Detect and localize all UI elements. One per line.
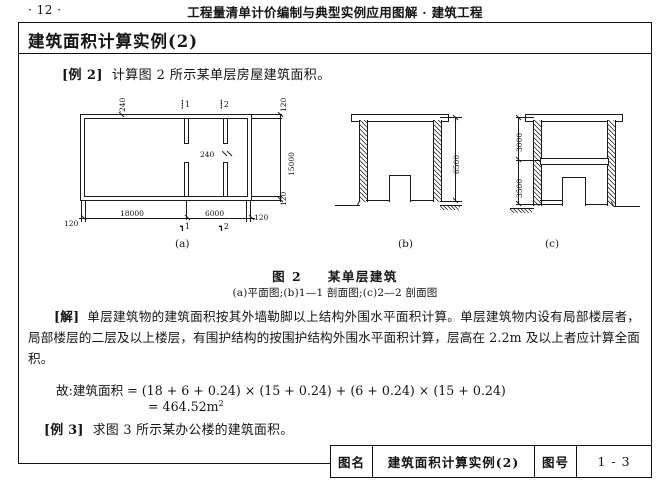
plan-partition-c-right (227, 118, 229, 144)
book-running-title: 工程量清单计价编制与典型实例应用图解 · 建筑工程 (187, 5, 483, 20)
plan-ext-line-rt2 (252, 118, 282, 120)
plan-partition-a-cap (184, 143, 189, 145)
sec-b-dim-6500: 6500 (452, 154, 461, 174)
sec-b-opening (389, 175, 411, 202)
running-header: · 12 · 工程量清单计价编制与典型实例应用图解 · 建筑工程 (0, 0, 670, 24)
plan-dim-bottom-120: 120 (279, 191, 288, 206)
plan-ext-line-bl2 (85, 200, 87, 222)
sec-c-mid-floor-slab (540, 158, 609, 165)
sec-b-ground-left (335, 205, 360, 207)
solution-paragraph: [解]单层建筑物的建筑面积按其外墙勒脚以上结构外围水平面积计算。单层建筑物内设有… (28, 306, 640, 369)
plan-ext-line-br2 (246, 200, 248, 222)
section-1-1-drawing: 6500 (335, 96, 485, 240)
section-marker-2-top: ┋2 (219, 100, 229, 109)
plan-outer-wall-bottom-outer (80, 200, 252, 202)
plan-dim-line-right (280, 114, 282, 202)
example-3-text: 求图 3 所示某办公楼的建筑面积。 (92, 423, 294, 438)
drawing-title-block: 图名 建筑面积计算实例(2) 图号 1 - 3 (330, 445, 652, 478)
plan-ext-line-rb (252, 200, 282, 202)
plan-ext-line-bl (81, 200, 83, 222)
example-2-statement: [例 2] 计算图 2 所示某单层房屋建筑面积。 (62, 64, 331, 83)
figure-subcaption: (a)平面图;(b)1—1 剖面图;(c)2—2 剖面图 (232, 287, 438, 299)
sec-c-ground-hatch (510, 208, 532, 213)
plan-partition-b-right (188, 162, 190, 197)
figure-label-c: (c) (545, 238, 560, 250)
plan-partition-d-right (227, 162, 229, 197)
sec-c-floor-line2 (540, 200, 562, 202)
plan-outer-wall-right-inner (247, 118, 249, 197)
page-number: · 12 · (28, 3, 62, 17)
title-block-number-value: 1 - 3 (597, 454, 631, 469)
sec-b-wall-left (359, 120, 368, 202)
solution-text: 单层建筑物的建筑面积按其外墙勒脚以上结构外围水平面积计算。单层建筑物内设有局部楼… (28, 309, 640, 366)
plan-ext-line-rt (252, 114, 282, 116)
plan-dim-6000: 6000 (205, 209, 225, 218)
section-marker-2-bottom: ┓2 (219, 222, 229, 231)
example-3-statement: [例 3] 求图 3 所示某办公楼的建筑面积。 (44, 419, 293, 438)
sec-c-ext-top (516, 117, 534, 119)
plan-outer-wall-left-outer (80, 114, 82, 201)
plan-partition-d-cap (223, 162, 228, 164)
sec-c-opening (562, 177, 586, 206)
figure-label-b: (b) (398, 238, 413, 250)
sec-c-dim-3500: 3500 (515, 178, 524, 198)
sec-b-ext-top (440, 117, 462, 119)
sec-b-ext-bottom (440, 201, 462, 203)
plan-outer-wall-top-inner (84, 118, 248, 120)
heading-divider (19, 53, 651, 55)
formula-line-1: 故:建筑面积 = (18 + 6 + 0.24) × (15 + 0.24) +… (56, 383, 506, 398)
plan-dim-right-120: 120 (254, 213, 269, 222)
plan-partition-a-right (188, 118, 190, 144)
plan-dim-top-120: 120 (279, 97, 288, 112)
sec-b-dim-line (455, 117, 457, 202)
sec-c-dim-3000: 3000 (515, 132, 524, 152)
sec-c-ext-bottom (516, 204, 541, 206)
plan-outer-wall-top-outer (80, 114, 252, 116)
plan-ext-line-rb2 (252, 196, 282, 198)
figure-caption: 图 2 某单层建筑 (0, 266, 670, 285)
plan-outer-wall-bottom-inner (84, 196, 248, 198)
plan-partition-c-left (223, 118, 225, 144)
figure-caption-title: 某单层建筑 (327, 269, 398, 284)
section-marker-1-top: ┋1 (180, 100, 190, 109)
example-3-tag: [例 3] (44, 423, 84, 438)
example-2-tag: [例 2] (62, 68, 103, 83)
plan-partition-c-cap (223, 143, 228, 145)
figure-part-labels: (a) (b) (c) (20, 238, 650, 254)
sec-c-ground-right (614, 206, 640, 208)
sec-b-ground-hatch (440, 205, 460, 210)
title-block-name-value: 建筑面积计算实例(2) (373, 446, 535, 477)
formula-result-exponent: 2 (218, 399, 224, 408)
floor-plan-drawing: 240 240 ┋1 ┋2 ┓1 ┓2 120 18000 6000 120 (64, 96, 320, 240)
plan-partition-b-left (184, 162, 186, 197)
sec-c-ext-mid (516, 160, 541, 162)
plan-tick-240-inner-b (226, 150, 233, 157)
title-block-name-key: 图名 (331, 446, 373, 477)
plan-partition-d-left (223, 162, 225, 197)
sec-b-wall-right (433, 120, 442, 202)
plan-dim-line-bottom (79, 218, 255, 220)
plan-outer-wall-right-outer (251, 114, 253, 201)
solution-tag: [解] (54, 309, 80, 324)
formula-line-2: = 464.52m2 (148, 399, 224, 414)
plan-ext-line-br (250, 200, 252, 222)
plan-partition-b-cap (184, 162, 189, 164)
plan-outer-wall-left-inner (84, 118, 86, 197)
example-2-text: 计算图 2 所示某单层房屋建筑面积。 (111, 68, 331, 83)
plan-ext-line-bm (186, 200, 188, 220)
plan-dim-left-120: 120 (64, 219, 79, 228)
section-marker-1-bottom: ┓1 (180, 222, 190, 231)
plan-dim-18000: 18000 (120, 209, 144, 218)
plan-dim-15000: 15000 (287, 152, 296, 176)
plan-partition-a-left (184, 118, 186, 144)
title-block-number-key: 图号 (535, 446, 577, 477)
figure-2-drawings: 240 240 ┋1 ┋2 ┓1 ┓2 120 18000 6000 120 (20, 92, 650, 242)
plan-dim-inner-wall-240: 240 (200, 150, 215, 159)
section-2-2-drawing: 3000 3500 (498, 96, 648, 240)
formula-result: = 464.52m (148, 399, 219, 415)
figure-caption-number: 图 2 (272, 269, 303, 284)
figure-label-a: (a) (175, 238, 190, 250)
plan-dim-outer-wall-240: 240 (118, 97, 127, 112)
section-heading: 建筑面积计算实例(2) (28, 32, 199, 51)
